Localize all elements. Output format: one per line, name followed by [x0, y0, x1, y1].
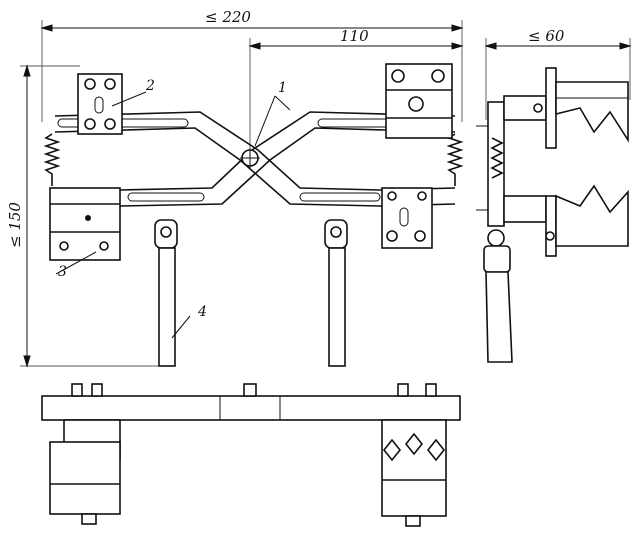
handle-right: [324, 219, 348, 367]
dimension-label-depth: ≤ 60: [528, 27, 565, 45]
clamp-block-top-right: [385, 63, 453, 139]
dimension-overall-width: ≤ 220: [40, 8, 464, 122]
bottom-view: [41, 383, 461, 527]
dimension-depth: ≤ 60: [484, 27, 632, 120]
front-view: 1 2 3 4: [43, 63, 464, 367]
part-labels: 1 2 3 4: [55, 78, 291, 339]
dimension-label-half-width: 110: [340, 27, 369, 45]
spring-right: [446, 133, 464, 186]
dimension-half-width: 110: [248, 27, 464, 160]
dimension-label-height: ≤ 150: [6, 202, 24, 248]
side-view: [476, 67, 629, 363]
clamp-block-top-left: [77, 73, 123, 135]
label-part-2: 2: [145, 78, 155, 94]
label-part-3: 3: [58, 264, 67, 280]
dimension-height: ≤ 150: [6, 64, 170, 368]
clamp-block-bottom-left: [49, 187, 121, 261]
dimension-label-overall-width: ≤ 220: [205, 8, 251, 26]
clamp-block-bottom-right: [381, 187, 433, 249]
handle-left: [154, 219, 178, 367]
spring-left: [43, 133, 61, 186]
label-part-1: 1: [278, 80, 287, 96]
label-part-4: 4: [197, 304, 207, 320]
